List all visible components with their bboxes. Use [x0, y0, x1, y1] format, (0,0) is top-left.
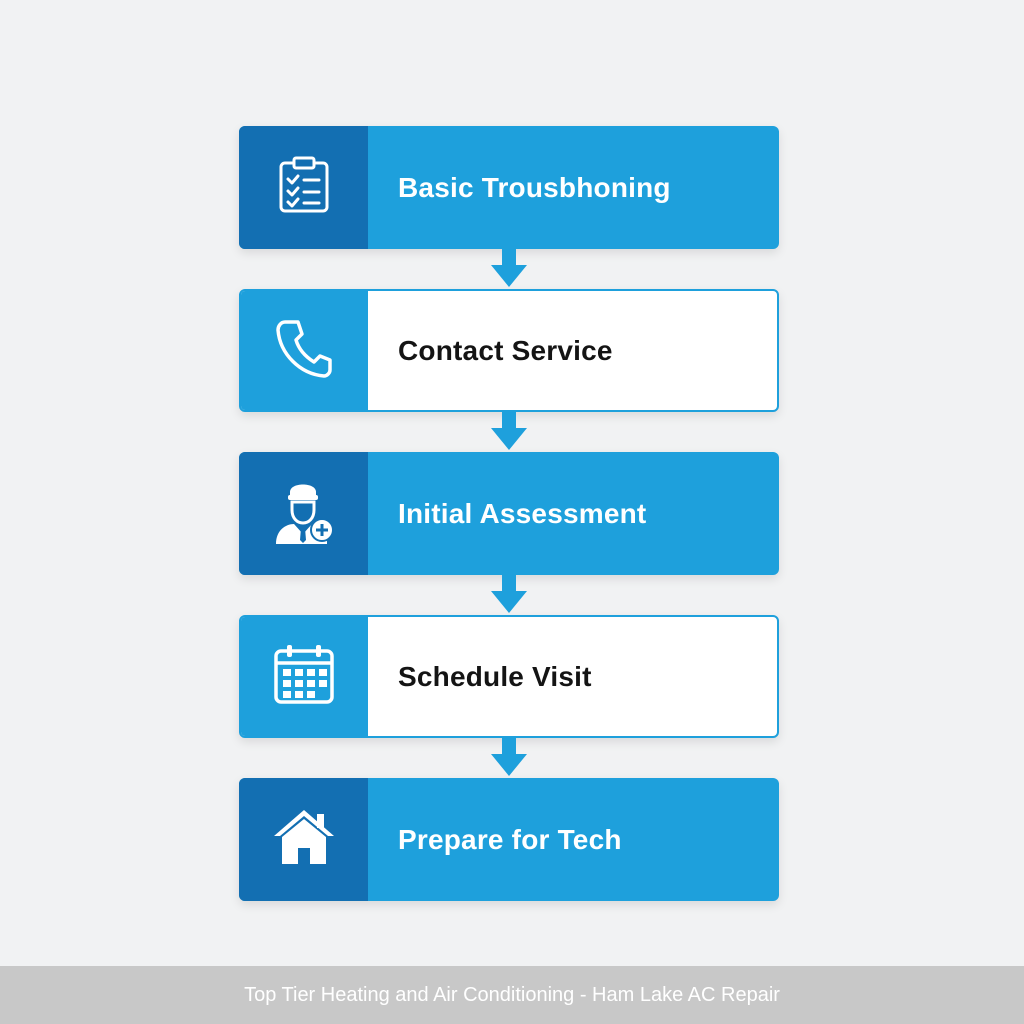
down-arrow-icon: [491, 412, 527, 450]
calendar-icon: [273, 643, 335, 710]
step-basic-troubleshooting: Basic Trousbhoning: [239, 126, 779, 249]
arrow-connector: [239, 412, 779, 452]
step-initial-assessment: Initial Assessment: [239, 452, 779, 575]
step-label: Initial Assessment: [398, 497, 647, 529]
step-contact-service: Contact Service: [239, 289, 779, 412]
down-arrow-icon: [491, 575, 527, 613]
clipboard-checklist-icon: [277, 156, 331, 219]
step-prepare-for-tech: Prepare for Tech: [239, 778, 779, 901]
phone-icon: [275, 318, 332, 383]
step-icon-cell: [241, 617, 368, 736]
step-icon-cell: [241, 291, 368, 410]
technician-icon: [272, 478, 336, 549]
arrow-connector: [239, 738, 779, 778]
step-icon-cell: [239, 778, 368, 901]
step-icon-cell: [239, 126, 368, 249]
process-flowchart: Basic Trousbhoning Contact Service: [239, 126, 779, 901]
step-icon-cell: [239, 452, 368, 575]
step-label: Prepare for Tech: [398, 823, 622, 855]
down-arrow-icon: [491, 249, 527, 287]
house-icon: [272, 808, 336, 871]
down-arrow-icon: [491, 738, 527, 776]
step-label: Basic Trousbhoning: [398, 171, 671, 203]
arrow-connector: [239, 575, 779, 615]
step-label: Contact Service: [398, 334, 613, 366]
arrow-connector: [239, 249, 779, 289]
step-label: Schedule Visit: [398, 660, 592, 692]
step-schedule-visit: Schedule Visit: [239, 615, 779, 738]
footer-caption-bar: Top Tier Heating and Air Conditioning - …: [0, 966, 1024, 1024]
footer-caption: Top Tier Heating and Air Conditioning - …: [244, 983, 780, 1006]
